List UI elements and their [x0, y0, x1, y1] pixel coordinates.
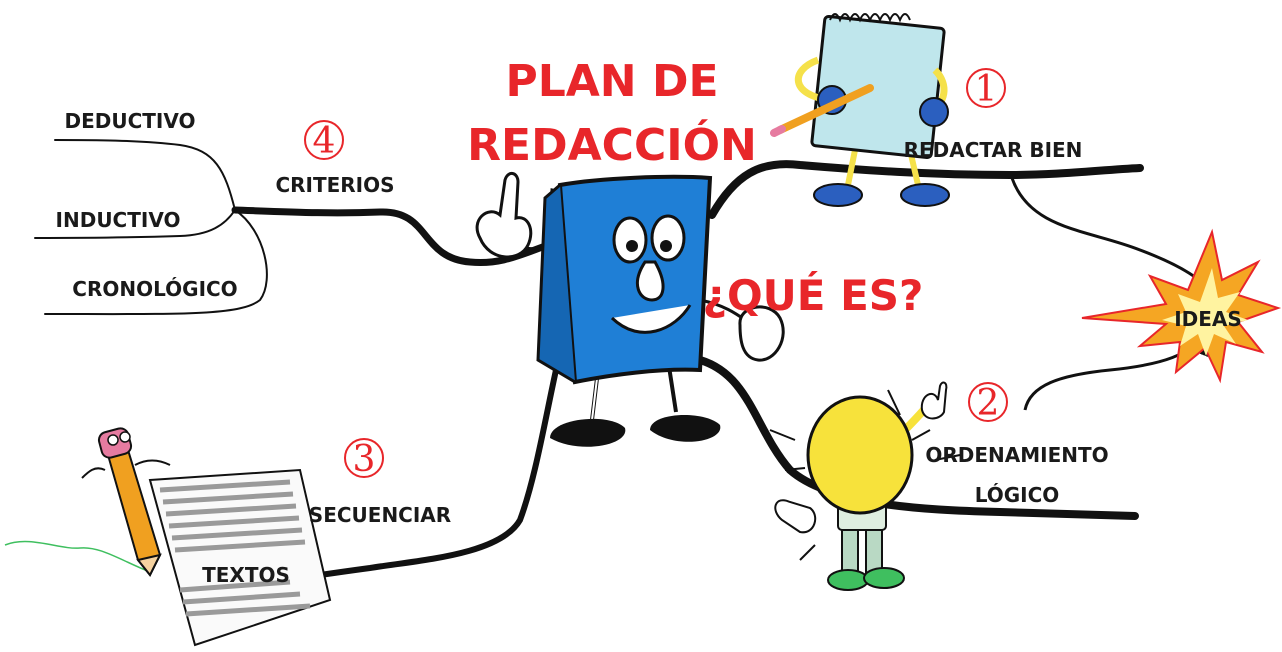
criteria-line-inductivo	[34, 209, 236, 239]
book-mascot-icon	[475, 172, 785, 447]
explosion-burst-icon	[1081, 228, 1282, 384]
ordenamiento-label-line-1: ORDENAMIENTO	[925, 443, 1108, 467]
branch-line-3	[297, 367, 559, 581]
center-question: ¿QUÉ ES?	[703, 270, 924, 320]
number-badge-4	[304, 120, 344, 160]
number-1: 1	[975, 69, 998, 110]
ideas-label: IDEAS	[1174, 307, 1242, 331]
title-line-1: PLAN DE	[505, 56, 718, 107]
criterios-label: CRITERIOS	[275, 173, 394, 197]
number-badge-1	[966, 68, 1006, 108]
criteria-line-cronologico	[44, 209, 268, 316]
arrow-to-ideas-1	[1010, 177, 1225, 311]
number-3: 3	[353, 439, 376, 480]
lightbulb-mascot-icon	[769, 381, 961, 591]
criteria-cronologico: CRONOLÓGICO	[72, 277, 237, 301]
number-2: 2	[977, 383, 1000, 424]
paper-sheet-icon	[148, 468, 332, 647]
notepad-mascot-icon	[770, 13, 950, 207]
redactar-bien-label: REDACTAR BIEN	[904, 138, 1083, 162]
title-line-2: REDACCIÓN	[467, 118, 757, 171]
branch-line-1	[708, 160, 1144, 219]
criteria-line-deductivo	[54, 139, 236, 211]
number-4: 4	[313, 121, 336, 162]
pencil-mascot-icon	[4, 427, 171, 577]
criteria-deductivo: DEDUCTIVO	[65, 109, 196, 133]
textos-label: TEXTOS	[202, 563, 290, 587]
criteria-inductivo: INDUCTIVO	[56, 208, 181, 232]
branch-line-4	[231, 206, 552, 267]
number-badge-2	[968, 382, 1008, 422]
secuenciar-label: SECUENCIAR	[309, 503, 451, 527]
number-badge-3	[344, 438, 384, 478]
ordenamiento-label-line-2: LÓGICO	[975, 483, 1060, 507]
